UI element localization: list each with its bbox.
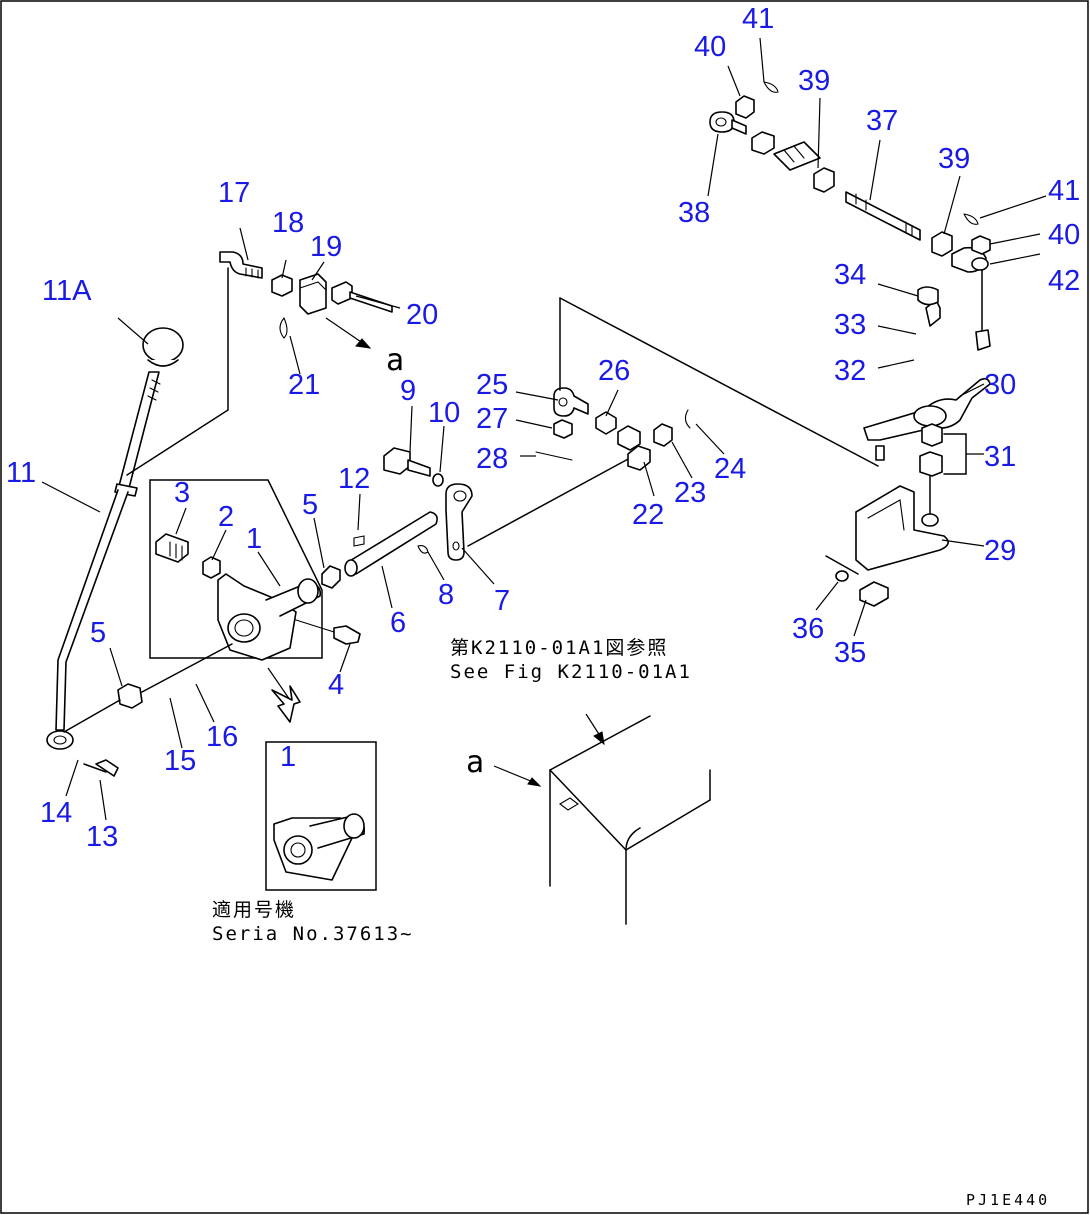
callout-11A: 11A <box>42 275 92 307</box>
ref-marker-a-lower: a <box>466 745 484 780</box>
callout-9: 9 <box>400 375 416 407</box>
callout-26: 26 <box>598 355 630 387</box>
callout-40-left: 40 <box>694 31 726 63</box>
notes: 第K2110-01A1図参照 See Fig K2110-01A1 適用号機 S… <box>212 637 1050 1209</box>
rod-end-cluster-17-21: a <box>219 251 404 378</box>
callout-6: 6 <box>390 607 406 639</box>
callout-42: 42 <box>1048 265 1080 297</box>
callout-32: 32 <box>834 355 866 387</box>
callout-5-shaft: 5 <box>302 489 318 521</box>
callout-34: 34 <box>834 259 866 291</box>
callout-21: 21 <box>288 369 320 401</box>
callout-18: 18 <box>272 207 304 239</box>
ref-marker-a-upper: a <box>386 343 404 378</box>
serial-note-jp: 適用号機 <box>212 899 296 921</box>
callout-35: 35 <box>834 637 866 669</box>
boss-assembly-box <box>149 479 361 661</box>
callout-41-left: 41 <box>742 3 774 35</box>
callout-28: 28 <box>476 443 508 475</box>
callout-1-inset: 1 <box>280 741 296 773</box>
callout-2: 2 <box>218 501 234 533</box>
drawing-code: PJ1E440 <box>966 1191 1050 1209</box>
callout-3: 3 <box>174 477 190 509</box>
callout-27: 27 <box>476 403 508 435</box>
callout-10: 10 <box>428 397 460 429</box>
callout-1: 1 <box>246 523 262 555</box>
callout-20: 20 <box>406 299 438 331</box>
ref-note-jp: 第K2110-01A1図参照 <box>450 637 668 659</box>
callout-39-right: 39 <box>938 143 970 175</box>
callout-12: 12 <box>338 463 370 495</box>
callout-22: 22 <box>632 499 664 531</box>
callout-33: 33 <box>834 309 866 341</box>
arm-assembly <box>383 445 651 561</box>
callout-30: 30 <box>984 369 1016 401</box>
callout-15: 15 <box>164 745 196 777</box>
callout-13: 13 <box>86 821 118 853</box>
callout-8: 8 <box>438 579 454 611</box>
rod-end-cluster-22-28 <box>535 387 691 461</box>
callout-25: 25 <box>476 369 508 401</box>
callout-24: 24 <box>714 453 746 485</box>
rod-assembly <box>709 81 991 331</box>
callout-29: 29 <box>984 535 1016 567</box>
shaft-assembly <box>63 511 438 733</box>
cab-reference: a <box>466 713 711 925</box>
callout-7: 7 <box>494 585 510 617</box>
callout-41-right: 41 <box>1048 175 1080 207</box>
callout-17: 17 <box>218 177 250 209</box>
callout-31: 31 <box>984 441 1016 473</box>
callout-14: 14 <box>40 797 72 829</box>
callout-40-right: 40 <box>1048 219 1080 251</box>
bracket-assembly <box>559 286 991 607</box>
callout-leaders <box>41 37 1047 821</box>
callout-36: 36 <box>792 613 824 645</box>
callout-19: 19 <box>310 231 342 263</box>
callout-38: 38 <box>678 197 710 229</box>
serial-note-en: Seria No.37613~ <box>212 923 414 945</box>
callout-5-lever: 5 <box>90 617 106 649</box>
lever-assembly <box>46 267 229 750</box>
callout-11: 11 <box>6 457 36 489</box>
ref-note-en: See Fig K2110-01A1 <box>450 661 692 683</box>
callout-labels: 1 2 3 4 5 5 6 7 8 9 10 11 11A 12 13 14 1… <box>6 3 1080 853</box>
callout-16: 16 <box>206 721 238 753</box>
inset-alt-part <box>265 667 377 891</box>
callout-4: 4 <box>328 669 344 701</box>
callout-39-left: 39 <box>798 65 830 97</box>
callout-37: 37 <box>866 105 898 137</box>
callout-23: 23 <box>674 477 706 509</box>
